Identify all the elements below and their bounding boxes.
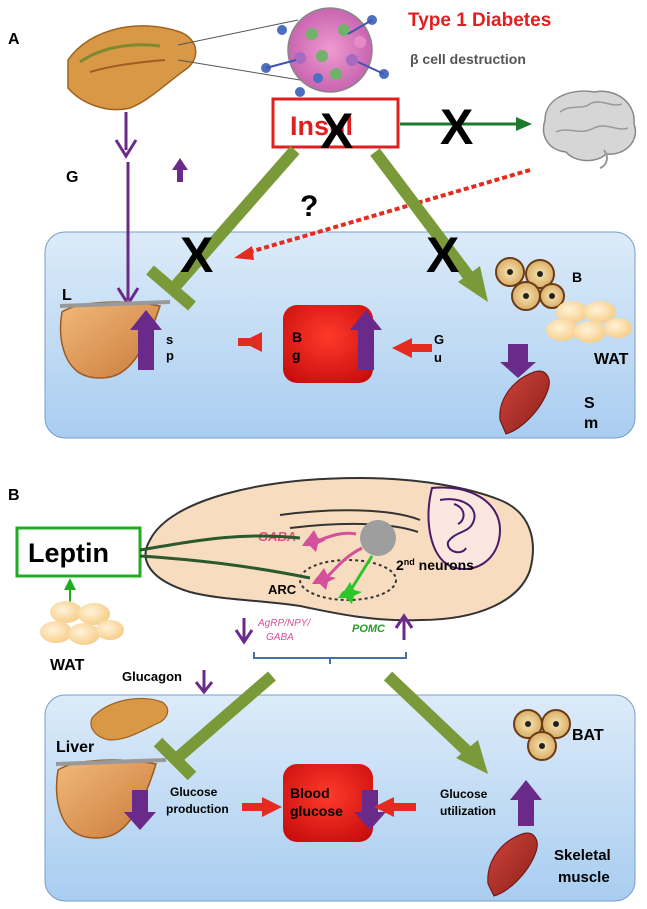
bracket xyxy=(253,652,407,664)
liver-label-a: L xyxy=(62,287,72,304)
brain-sagittal-illustration xyxy=(144,476,534,622)
insulin-label: Insul xyxy=(290,111,353,141)
brain-to-liver-arrow xyxy=(249,168,531,254)
muscle-cross-mark: X xyxy=(426,227,459,283)
gaba-to-second-neuron-projection xyxy=(319,531,357,542)
muscle-illustration-b xyxy=(487,832,538,897)
arc-label: ARC xyxy=(268,582,297,597)
blood-glucose-box-a xyxy=(283,305,373,383)
glucose-utilization-up-arrow xyxy=(510,780,542,826)
blood-glucose-down-arrow xyxy=(354,790,386,830)
muscle-to-blood-arrow xyxy=(392,338,412,358)
panel-a-letter: A xyxy=(8,31,20,48)
glucose-production-down-arrow xyxy=(124,790,156,830)
liver-label-b: Liver xyxy=(56,739,94,756)
leptin-box xyxy=(15,526,142,578)
liver-cross-mark: X xyxy=(180,227,213,283)
glucose-production-line2-a: p xyxy=(166,348,174,363)
muscle-to-blood-arrow-b xyxy=(392,803,416,811)
pathway-to-muscle-arrow xyxy=(383,671,488,774)
glucose-production-line2-b: production xyxy=(166,802,229,816)
second-neurons-label: 2nd neurons xyxy=(396,557,474,573)
leptin-to-gaba-line xyxy=(139,534,301,552)
liver-illustration-a xyxy=(59,300,171,379)
pancreas-illustration-b xyxy=(90,697,169,741)
muscle-line1-b: Skeletal xyxy=(554,847,611,864)
muscle-line2-b: muscle xyxy=(558,869,610,886)
muscle-illustration-a xyxy=(499,370,550,435)
agrp-label-line1: AgRP/NPY/ xyxy=(257,618,311,629)
muscle-line2-a: m xyxy=(584,415,598,432)
wat-cells-a xyxy=(546,301,632,343)
bat-cells-b xyxy=(513,709,571,761)
agrp-neuron xyxy=(312,568,336,590)
glucose-utilization-line2-b: utilization xyxy=(440,804,496,818)
leptin-to-arc-line xyxy=(139,554,311,580)
panel-b-letter: B xyxy=(8,487,20,504)
glucose-utilization-down-arrow xyxy=(500,344,536,378)
agrp-label-line2: GABA xyxy=(266,632,294,643)
glucose-production-line1-a: s xyxy=(166,332,173,347)
wat-label-a: WAT xyxy=(594,351,629,368)
glucose-utilization-line1-b: Glucose xyxy=(440,787,488,801)
glucose-production-line1-b: Glucose xyxy=(170,785,218,799)
insulin-box xyxy=(271,97,400,149)
insulin-to-liver-arrow xyxy=(146,146,300,311)
islet-illustration xyxy=(261,7,389,97)
muscle-line1-a: S xyxy=(584,395,595,412)
blood-glucose-box-b xyxy=(283,764,373,842)
wat-cells-b xyxy=(40,601,124,645)
pomc-label: POMC xyxy=(352,623,386,635)
glucose-utilization-line1-a: G xyxy=(434,332,444,347)
wat-label-b: WAT xyxy=(50,657,85,674)
gaba-neuron xyxy=(302,530,326,552)
liver-to-blood-arrow-b xyxy=(242,803,266,811)
type1-diabetes-title: Type 1 Diabetes xyxy=(408,10,551,31)
glucagon-label-a: G xyxy=(66,169,78,186)
glucagon-up-arrow xyxy=(172,158,188,182)
bat-label-b: BAT xyxy=(572,727,604,744)
glucagon-label-b: Glucagon xyxy=(122,669,182,684)
panel-a: A xyxy=(8,7,637,439)
agrp-projection xyxy=(326,546,363,578)
bat-label-a: B xyxy=(572,269,582,285)
pomc-neuron xyxy=(338,582,362,604)
insulin-to-muscle-arrow xyxy=(370,148,488,302)
second-neurons-node xyxy=(360,520,396,556)
blood-glucose-line1-b: Blood xyxy=(290,785,330,801)
pomc-projection xyxy=(350,555,374,589)
brain-cross-mark: X xyxy=(440,99,473,155)
zoom-line-bottom xyxy=(177,59,301,81)
blood-glucose-line1-a: B xyxy=(292,329,302,345)
zoom-line-top xyxy=(177,19,299,46)
beta-cell-destruction-label: β cell destruction xyxy=(410,51,526,67)
question-mark: ? xyxy=(300,190,318,223)
insulin-cross-mark: X xyxy=(320,103,353,159)
brain-illustration xyxy=(542,90,637,169)
panel-b: B 2nd neurons GABA ARC Leptin xyxy=(8,476,636,902)
blood-glucose-line2-b: glucose xyxy=(290,803,343,819)
bat-cells-a xyxy=(495,257,565,311)
glucose-production-up-arrow xyxy=(130,310,162,370)
glucose-utilization-line2-a: u xyxy=(434,350,442,365)
pathway-to-liver-arrow xyxy=(153,671,276,781)
blood-glucose-up-arrow xyxy=(350,310,382,370)
blood-glucose-line2-a: g xyxy=(292,347,301,363)
pancreas-illustration xyxy=(67,25,197,111)
leptin-label: Leptin xyxy=(28,538,109,568)
